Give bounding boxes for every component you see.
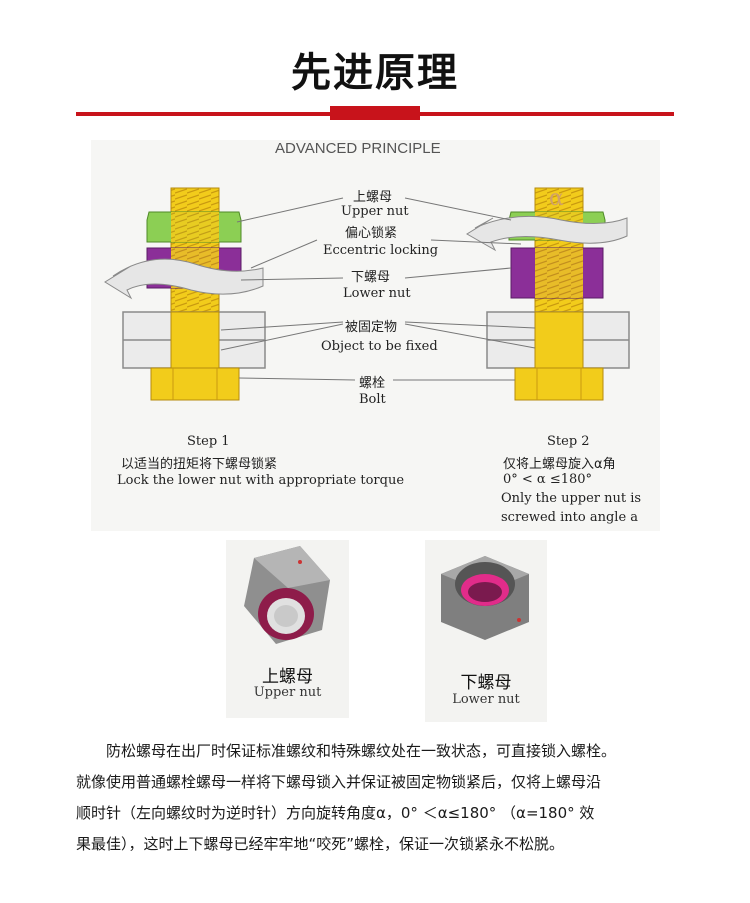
paragraph-line: 顺时针（左向螺纹时为逆时针）方向旋转角度α，0° ＜α≤180° （α=180°…	[76, 804, 595, 822]
step2-en-line2: screwed into angle a	[501, 510, 639, 525]
description-paragraph: 防松螺母在出厂时保证标准螺纹和特殊螺纹处在一致状态，可直接锁入螺栓。 就像使用普…	[76, 736, 676, 860]
label-eccentric-en: Eccentric locking	[323, 243, 439, 258]
left-assembly	[104, 187, 266, 401]
label-fixed-object-cn: 被固定物	[345, 320, 398, 335]
step1-en: Lock the lower nut with appropriate torq…	[117, 473, 405, 488]
upper-nut-en: Upper nut	[253, 685, 322, 700]
paragraph-line: 就像使用普通螺栓螺母一样将下螺母锁入并保证被固定物锁紧后，仅将上螺母沿	[76, 773, 602, 791]
lower-nut-card: 下螺母 Lower nut	[425, 540, 547, 722]
paragraph-line: 果最佳），这时上下螺母已经牢牢地“咬死”螺栓，保证一次锁紧永不松脱。	[76, 835, 565, 853]
page-title: 先进原理	[291, 50, 459, 96]
label-upper-nut-en: Upper nut	[341, 204, 409, 219]
right-assembly	[466, 187, 630, 401]
title-accent-bar	[330, 106, 420, 120]
label-lower-nut-en: Lower nut	[343, 286, 411, 301]
label-lower-nut-cn: 下螺母	[351, 270, 391, 285]
step2-range: 0° < α ≤180°	[503, 472, 593, 487]
label-upper-nut-cn: 上螺母	[353, 190, 393, 205]
label-bolt-en: Bolt	[359, 392, 386, 407]
lower-nut-photo-icon	[441, 556, 529, 640]
upper-nut-photo-icon	[244, 546, 330, 644]
diagram-drawing	[104, 187, 630, 401]
alpha-symbol: α	[549, 186, 564, 211]
label-bolt-cn: 螺栓	[359, 376, 386, 391]
lower-nut-en: Lower nut	[452, 692, 520, 707]
bolt-head-right	[514, 367, 604, 401]
principle-diagram: ADVANCED PRINCIPLE α 上螺母 Upper nut 偏心锁紧 …	[91, 140, 660, 531]
leader-lines	[220, 197, 536, 381]
upper-nut-cn: 上螺母	[262, 667, 313, 687]
diagram-heading: ADVANCED PRINCIPLE	[275, 140, 441, 157]
lower-nut-cn: 下螺母	[460, 673, 512, 693]
paragraph-line: 防松螺母在出厂时保证标准螺纹和特殊螺纹处在一致状态，可直接锁入螺栓。	[106, 742, 617, 760]
step1-cn: 以适当的扭矩将下螺母锁紧	[121, 457, 278, 472]
step1-title: Step 1	[187, 434, 230, 449]
step2-title: Step 2	[547, 434, 590, 449]
upper-nut-card: 上螺母 Upper nut	[226, 540, 349, 718]
rotation-arrow-right	[466, 215, 628, 252]
step2-cn: 仅将上螺母旋入α角	[503, 457, 616, 472]
step2-en-line1: Only the upper nut is	[501, 491, 642, 506]
label-fixed-object-en: Object to be fixed	[321, 339, 438, 354]
label-eccentric-cn: 偏心锁紧	[345, 226, 398, 241]
bolt-head-left	[150, 367, 240, 401]
rotation-arrow-left	[104, 258, 264, 300]
